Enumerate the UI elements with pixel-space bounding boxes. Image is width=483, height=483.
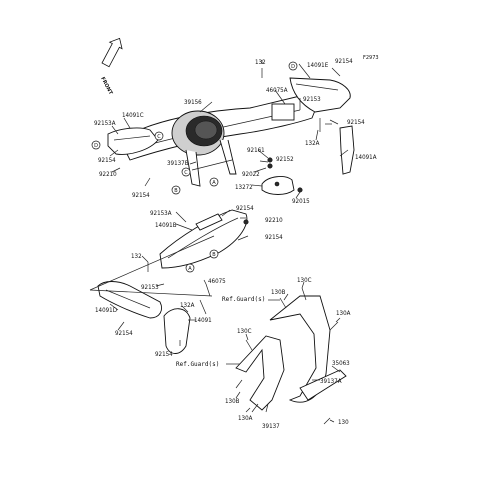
label-92161: 92161 — [247, 147, 265, 154]
svg-text:B: B — [174, 188, 178, 194]
label-14091C: 14091C — [122, 112, 144, 119]
backrest-pad-39156 — [171, 110, 225, 156]
callout-D: D — [288, 61, 298, 71]
front-arrow-label: FRONT — [99, 76, 114, 96]
label-92152: 92152 — [276, 156, 294, 163]
bolt-130C — [301, 287, 307, 301]
callout-B-2: B — [209, 249, 219, 259]
nut-92015 — [297, 187, 303, 193]
label-132-top: 132 — [255, 59, 266, 66]
label-39137B: 39137B — [167, 160, 189, 167]
label-13272: 13272 — [235, 184, 253, 191]
label-92154-left: 92154 — [98, 157, 116, 164]
label-14091: 14091 — [194, 317, 212, 324]
nut-92022 — [267, 163, 273, 169]
label-130-bot: 130 — [338, 419, 349, 426]
label-46075: 46075 — [208, 278, 226, 285]
svg-text:A: A — [188, 266, 192, 272]
label-14091A: 14091A — [355, 154, 377, 161]
svg-text:A: A — [212, 180, 216, 186]
svg-text:D: D — [291, 64, 295, 70]
label-132A-low: 132A — [180, 302, 195, 309]
ref-guard-bot: Ref.Guard(s) — [176, 361, 219, 368]
label-14091B: 14091B — [155, 222, 177, 229]
bracket-46075A — [271, 103, 295, 121]
label-130A-bot: 130A — [238, 415, 253, 422]
svg-text:D: D — [94, 143, 98, 149]
callout-D-2: D — [91, 140, 101, 150]
label-92154-bottom: 92154 — [155, 351, 173, 358]
label-130B-top: 130B — [271, 289, 286, 296]
label-14091D: 14091D — [95, 307, 117, 314]
fender-flap — [195, 213, 223, 231]
label-130C-mid: 130C — [237, 328, 252, 335]
label-92154-mid: 92154 — [236, 205, 254, 212]
label-92015: 92015 — [292, 198, 310, 205]
label-92154-leftb: 92154 — [132, 192, 150, 199]
label-92210-left: 92210 — [99, 171, 117, 178]
label-130A-r: 130A — [336, 310, 351, 317]
label-39137: 39137 — [262, 423, 280, 430]
flap-14091 — [163, 308, 191, 354]
svg-text:B: B — [212, 252, 216, 258]
callout-C: C — [154, 131, 164, 141]
front-arrow-icon — [101, 37, 123, 68]
label-35063: 35063 — [332, 360, 350, 367]
label-92154-mid2: 92154 — [265, 234, 283, 241]
label-92154-r: 92154 — [347, 119, 365, 126]
bolt-130 — [323, 417, 331, 425]
label-132A-top: 132A — [305, 140, 320, 147]
label-132-mid: 132 — [131, 253, 142, 260]
cover-14091E — [289, 77, 351, 113]
cover-14091A — [339, 125, 355, 175]
label-130B-bot: 130B — [225, 398, 240, 405]
svg-text:C: C — [184, 170, 188, 176]
label-14091E: 14091E — [307, 62, 329, 69]
svg-text:C: C — [157, 134, 161, 140]
label-92022: 92022 — [242, 171, 260, 178]
nut-92152 — [267, 157, 273, 163]
label-130C-top: 130C — [297, 277, 312, 284]
rear-fender-14091B — [159, 209, 248, 269]
callout-B: B — [171, 185, 181, 195]
stay-35063 — [299, 369, 347, 401]
nut-92210 — [243, 219, 249, 225]
bolt-130A — [329, 321, 339, 331]
diagram-code: F2973 — [363, 55, 379, 61]
label-92154-low: 92154 — [115, 330, 133, 337]
bolt-130B — [279, 297, 287, 309]
backrest-frame-39137B — [185, 139, 237, 187]
stay-39137 — [235, 335, 285, 411]
label-92153-top: 92153 — [303, 96, 321, 103]
label-39156: 39156 — [184, 99, 202, 106]
label-92153A-left: 92153A — [94, 120, 116, 127]
label-92153-mid: 92153 — [141, 284, 159, 291]
bolt-46075 — [205, 283, 211, 297]
callout-C-2: C — [181, 167, 191, 177]
callout-A-2: A — [185, 263, 195, 273]
ref-guard-top: Ref.Guard(s) — [222, 296, 265, 303]
label-46075A: 46075A — [266, 87, 288, 94]
label-39137A: 39137A — [320, 378, 342, 385]
callout-A: A — [209, 177, 219, 187]
label-92153A-mid: 92153A — [150, 210, 172, 217]
label-92210-mid: 92210 — [265, 217, 283, 224]
label-92154-tr: 92154 — [335, 58, 353, 65]
